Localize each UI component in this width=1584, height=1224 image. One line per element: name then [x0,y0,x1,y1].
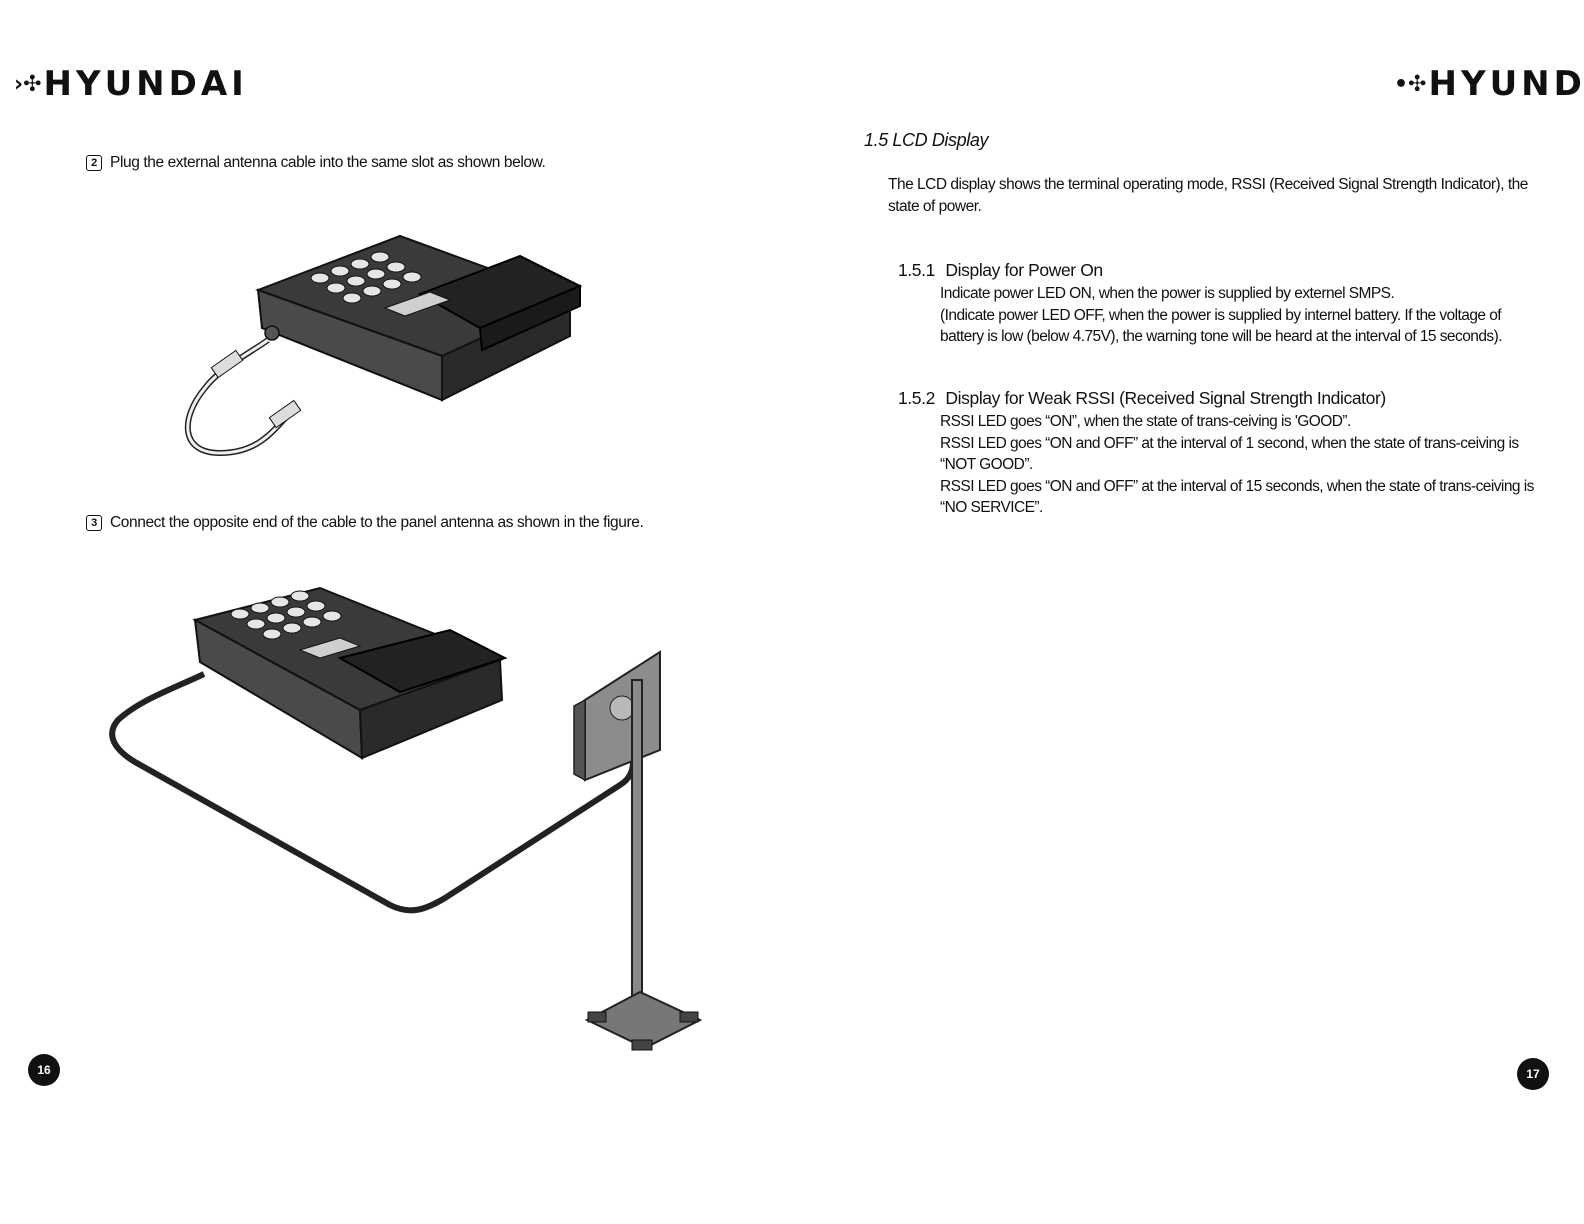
step-2-instruction: 2 Plug the external antenna cable into t… [86,154,546,172]
section-title: 1.5 LCD Display [864,130,989,150]
body-line: Indicate power LED ON, when the power is… [940,285,1395,302]
body-line: RSSI LED goes “ON”, when the state of tr… [940,413,1351,430]
hyundai-logo: •✣ HYUNDA [1394,64,1584,104]
subsection-heading: Display for Power On [945,260,1103,280]
subsection-body: RSSI LED goes “ON”, when the state of tr… [940,411,1538,519]
subsection-title: 1.5.2 Display for Weak RSSI (Received Si… [898,388,1538,409]
subsection-heading: Display for Weak RSSI (Received Signal S… [945,388,1386,408]
right-page: •✣ HYUNDA 1.5 LCD Display The LCD displa… [792,0,1584,1224]
subsection-number: 1.5.2 [898,388,935,408]
step-3-text: Connect the opposite end of the cable to… [110,514,644,531]
page-number-badge: 17 [1517,1058,1549,1090]
panel-antenna-figure [109,586,703,1051]
phone-cable-figure [184,234,583,457]
section-intro: The LCD display shows the terminal opera… [888,176,1528,215]
step-3-number: 3 [86,515,102,531]
logo-mark-icon: ›✣ [14,71,42,97]
step-2-text: Plug the external antenna cable into the… [110,154,546,171]
subsection-number: 1.5.1 [898,260,935,280]
subsection-title: 1.5.1 Display for Power On [898,260,1538,281]
page-number-badge: 16 [28,1054,60,1086]
left-page: ›✣ HYUNDAI 2 Plug the external antenna c… [14,64,703,1086]
hyundai-logo: ›✣ HYUNDAI [14,64,248,104]
body-line: RSSI LED goes “ON and OFF” at the interv… [940,477,1534,517]
subsection-weak-rssi: 1.5.2 Display for Weak RSSI (Received Si… [898,388,1538,519]
step-3-instruction: 3 Connect the opposite end of the cable … [86,514,644,532]
step-2-number: 2 [86,155,102,171]
subsection-power-on: 1.5.1 Display for Power On Indicate powe… [898,260,1538,348]
logo-mark-icon: •✣ [1394,71,1427,97]
body-line: RSSI LED goes “ON and OFF” at the interv… [940,434,1519,474]
subsection-body: Indicate power LED ON, when the power is… [940,283,1538,348]
brand-name: HYUNDAI [43,64,248,104]
body-line: (Indicate power LED OFF, when the power … [940,306,1503,346]
brand-name: HYUNDA [1428,64,1584,104]
